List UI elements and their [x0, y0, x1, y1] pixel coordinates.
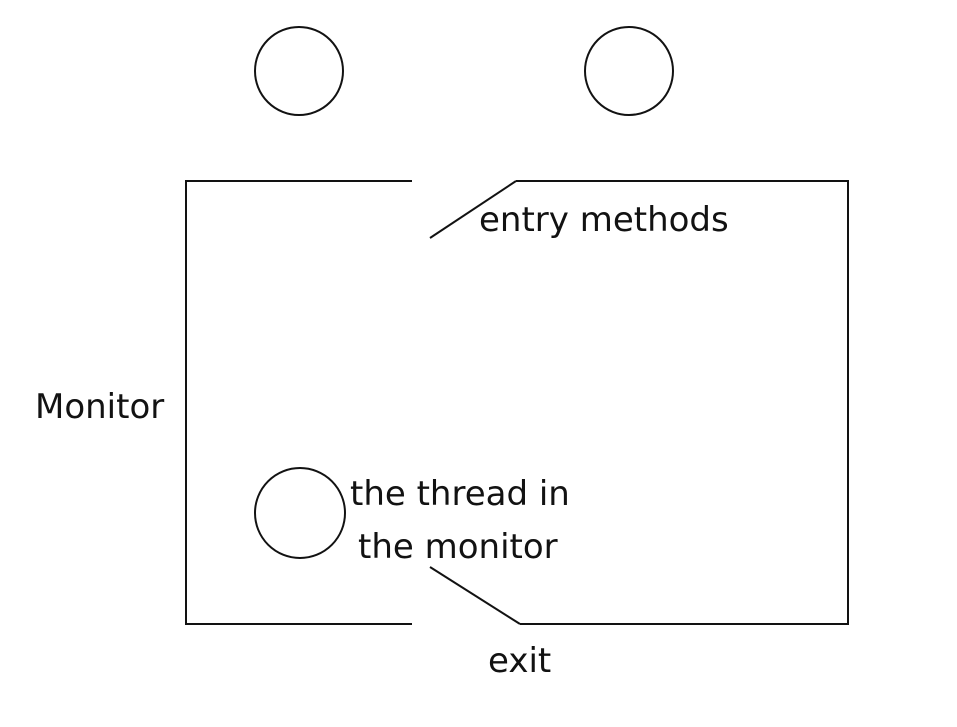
entry-methods-label: entry methods [479, 200, 729, 240]
exit-label: exit [488, 641, 551, 681]
active-thread-label-line1: the thread in [350, 474, 570, 514]
active-thread-circle [254, 467, 346, 559]
entry-ramp-line [429, 180, 517, 239]
exit-ramp-line [429, 566, 521, 625]
active-thread-label-line2: the monitor [358, 527, 558, 567]
waiting-thread-circle-2 [584, 26, 674, 116]
monitor-label: Monitor [35, 387, 164, 427]
waiting-thread-circle-1 [254, 26, 344, 116]
